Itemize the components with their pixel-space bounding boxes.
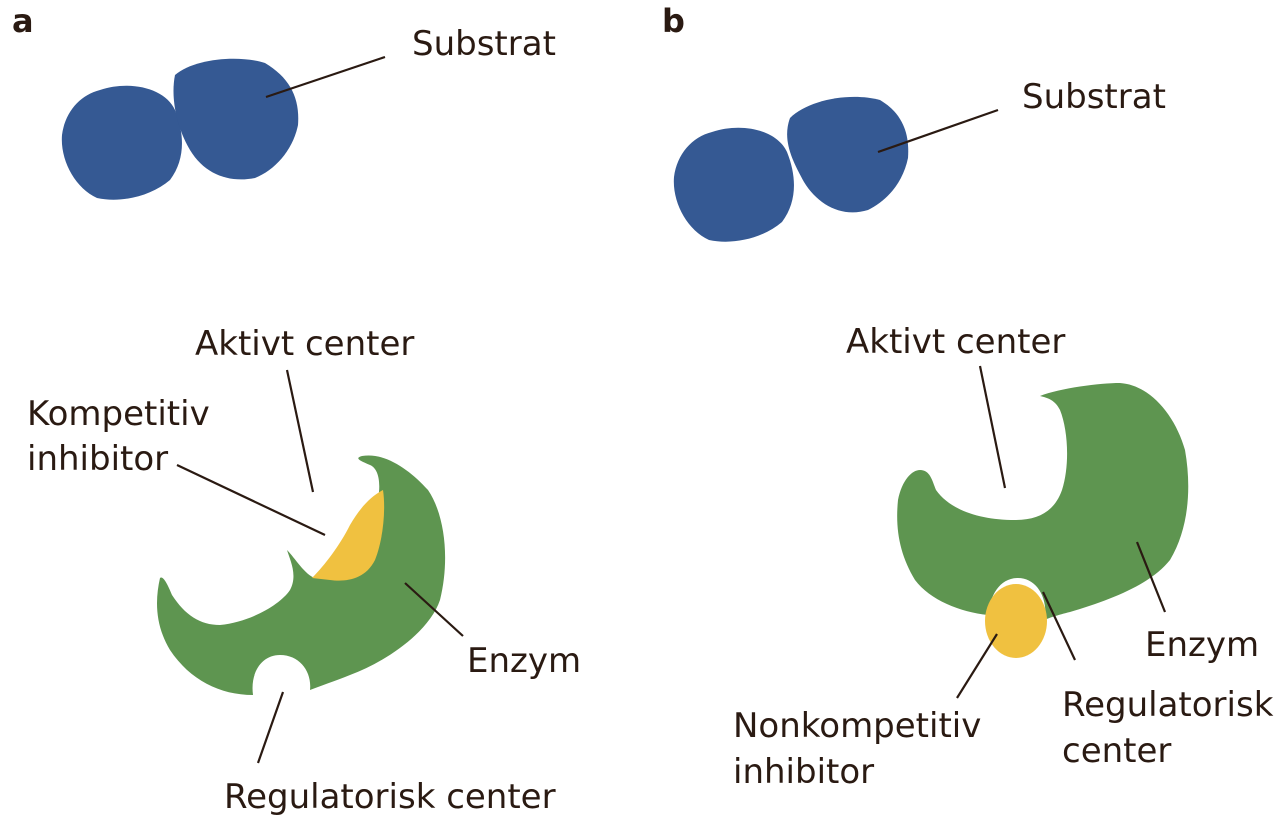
panel-a-substrate-label: Substrat [412,24,556,64]
panel-a-enzyme-label: Enzym [467,641,581,681]
panel-a-competitive-inhibitor [312,490,385,581]
panel-a: a Substrat Aktivt center Kompetitiv inhi… [12,2,581,817]
panel-b-enzyme-label: Enzym [1145,625,1259,665]
panel-a-letter: a [12,2,34,40]
panel-b-letter: b [662,2,685,40]
panel-a-regulatory-label: Regulatorisk center [224,777,556,817]
panel-b-inhibitor-leader [956,633,998,699]
panel-a-enzyme [157,455,446,695]
panel-a-inhibitor-label-line1: Kompetitiv [27,394,210,434]
panel-b-enzyme [897,383,1189,620]
panel-a-substrate-leader [265,55,386,99]
panel-b-substrate-lobe-right [787,96,909,213]
panel-b-active-site-label: Aktivt center [846,322,1065,362]
panel-b-active-site-leader [978,365,1007,489]
panel-b-regulatory-label-line1: Regulatorisk [1062,685,1274,725]
panel-a-regulatory-leader [256,691,285,764]
panel-b-regulatory-label-line2: center [1062,731,1171,771]
panel-a-inhibitor-label-line2: inhibitor [27,439,168,479]
panel-b: b Substrat Aktivt center Enzym Regulator… [662,2,1274,792]
panel-a-enzyme-leader [404,582,464,637]
panel-a-active-site-leader [285,369,315,493]
panel-b-substrate-leader [877,108,999,154]
panel-b-inhibitor-label-line2: inhibitor [733,752,874,792]
panel-b-enzyme-leader [1135,541,1167,613]
panel-b-substrate-lobe-left [673,127,794,242]
panel-a-inhibitor-leader [176,464,326,536]
panel-b-substrate [673,96,909,242]
panel-a-substrate-lobe-left [61,85,182,200]
panel-a-active-site-label: Aktivt center [195,324,414,364]
panel-b-substrate-label: Substrat [1022,77,1166,117]
panel-a-substrate-lobe-right [173,58,299,180]
panel-b-inhibitor-label-line1: Nonkompetitiv [733,706,981,746]
panel-b-regulatory-leader [1042,591,1076,661]
panel-a-substrate [61,58,299,200]
panel-b-noncompetitive-inhibitor [985,584,1047,658]
